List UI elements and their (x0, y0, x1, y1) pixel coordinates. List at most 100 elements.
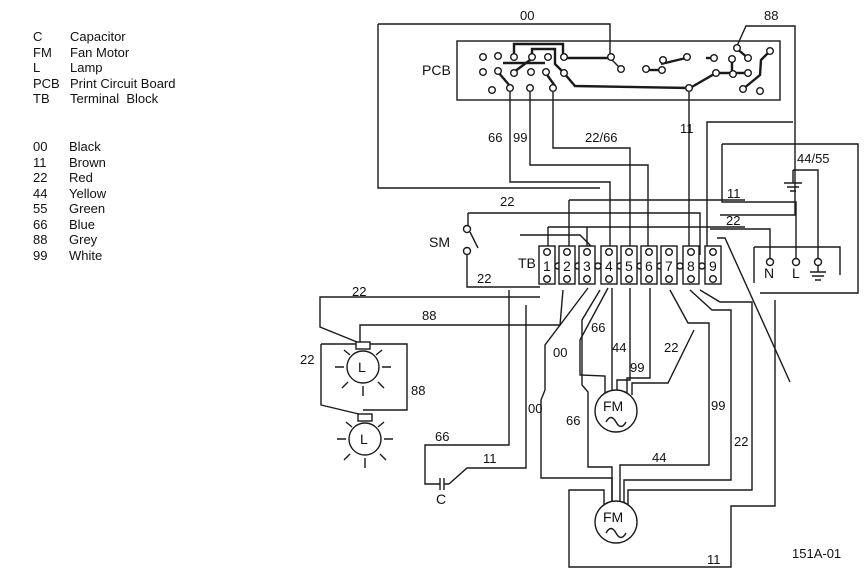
lamp-1: L (335, 341, 391, 396)
wire-label: 44 (652, 450, 666, 465)
legend-code: 99 (33, 247, 48, 263)
capacitor-label: C (436, 491, 446, 507)
legend-label: Grey (69, 232, 98, 247)
wire-22-66-pcb (552, 92, 631, 255)
wire-22-lamp (319, 296, 540, 343)
wire-label: 11 (707, 552, 721, 567)
terminal-number: 5 (625, 258, 633, 274)
fan-motor-2: FM (594, 500, 638, 544)
pcb-pads (479, 44, 775, 95)
wire-label: 00 (553, 345, 567, 360)
wire-11-bottom (568, 300, 776, 568)
wire-label: 44/55 (797, 151, 830, 166)
legend-code: 11 (33, 154, 47, 170)
terminal-number: 3 (583, 258, 591, 274)
terminal-number: 1 (543, 258, 551, 274)
mains-l-label: L (792, 265, 800, 281)
lamp-rays-icon (337, 421, 393, 468)
terminal-6: 6 (640, 245, 664, 285)
terminal-number: 9 (709, 258, 717, 274)
sm-switch: SM 22 (429, 213, 540, 288)
legend-code: TB (33, 91, 50, 106)
pcb-trace (530, 47, 691, 90)
wire-label: 11 (680, 121, 694, 136)
terminal-3: 3 (578, 245, 602, 285)
wire-label: 99 (630, 360, 644, 375)
wire-99-pcb (529, 92, 649, 255)
fan-motor-label: FM (603, 398, 623, 414)
wire-bus (520, 234, 593, 248)
wire-11-right (627, 289, 753, 505)
wire-66-pcb (509, 92, 611, 255)
wire-label: 66 (488, 130, 502, 145)
wire-label: 22 (300, 352, 314, 367)
wire-label: 99 (711, 398, 725, 413)
legend-code: C (33, 29, 43, 44)
legend-label: White (69, 247, 103, 263)
wire-66-cap (424, 290, 510, 485)
wire-label: 00 (528, 401, 542, 416)
wire-label: 22/66 (585, 130, 618, 145)
wire-44b (616, 288, 631, 395)
wire-88-lamp (359, 289, 564, 342)
wire-11-cap (448, 305, 527, 485)
wire-00-top (377, 23, 611, 189)
wire-label: 88 (764, 8, 778, 23)
wire-66 (579, 287, 609, 395)
legend-code: PCB (33, 75, 60, 91)
wire-label: 88 (411, 383, 425, 398)
terminal-number: 6 (645, 258, 653, 274)
terminal-8: 8 (682, 245, 706, 285)
ac-symbol-icon (605, 416, 627, 428)
legend-label: Blue (69, 216, 96, 232)
terminal-number: 7 (665, 258, 673, 274)
wire-66-left (581, 289, 613, 505)
pcb-trace (513, 59, 531, 73)
terminal-4: 4 (600, 245, 624, 285)
wire-label: 00 (520, 8, 534, 23)
lamp-2: L (337, 413, 393, 468)
legend-label: Brown (69, 154, 106, 170)
legend-code: 66 (33, 216, 48, 232)
wire-label: 66 (591, 320, 605, 335)
wire-pcb-right (706, 121, 793, 255)
pcb-label: PCB (422, 62, 451, 78)
mains-connector: 11 44/55 22 N L (710, 143, 859, 383)
earth-icon (810, 266, 826, 281)
wire-label: 22 (726, 213, 740, 228)
wire-label: 66 (566, 413, 580, 428)
terminal-7: 7 (660, 245, 684, 285)
terminal-number: 8 (687, 258, 695, 274)
fan-motor-label: FM (603, 509, 623, 525)
legend-row: 99 White (33, 248, 106, 264)
terminal-5: 5 (620, 245, 644, 285)
wire-label: 22 (500, 194, 514, 209)
wire-label: 22 (664, 340, 678, 355)
legend-code: 22 (33, 170, 48, 185)
wire-99 (626, 288, 651, 395)
terminal-2: 2 (558, 245, 582, 285)
legend-code: L (33, 60, 41, 75)
legend-label: Red (69, 170, 93, 185)
legend-row: 11 Brown (33, 155, 106, 171)
mains-n-label: N (764, 265, 774, 281)
pcb-outline (456, 40, 781, 101)
wire-label: 22 (352, 284, 366, 299)
legend-row: 22 Red (33, 170, 106, 186)
sm-label: SM (429, 234, 450, 250)
terminal-number: 4 (605, 258, 613, 274)
terminal-9: 9 (704, 245, 722, 285)
legend-label: Black (69, 139, 101, 154)
wire-22 (631, 329, 695, 395)
wire-label: 44 (612, 340, 626, 355)
pcb-trace (689, 71, 747, 90)
